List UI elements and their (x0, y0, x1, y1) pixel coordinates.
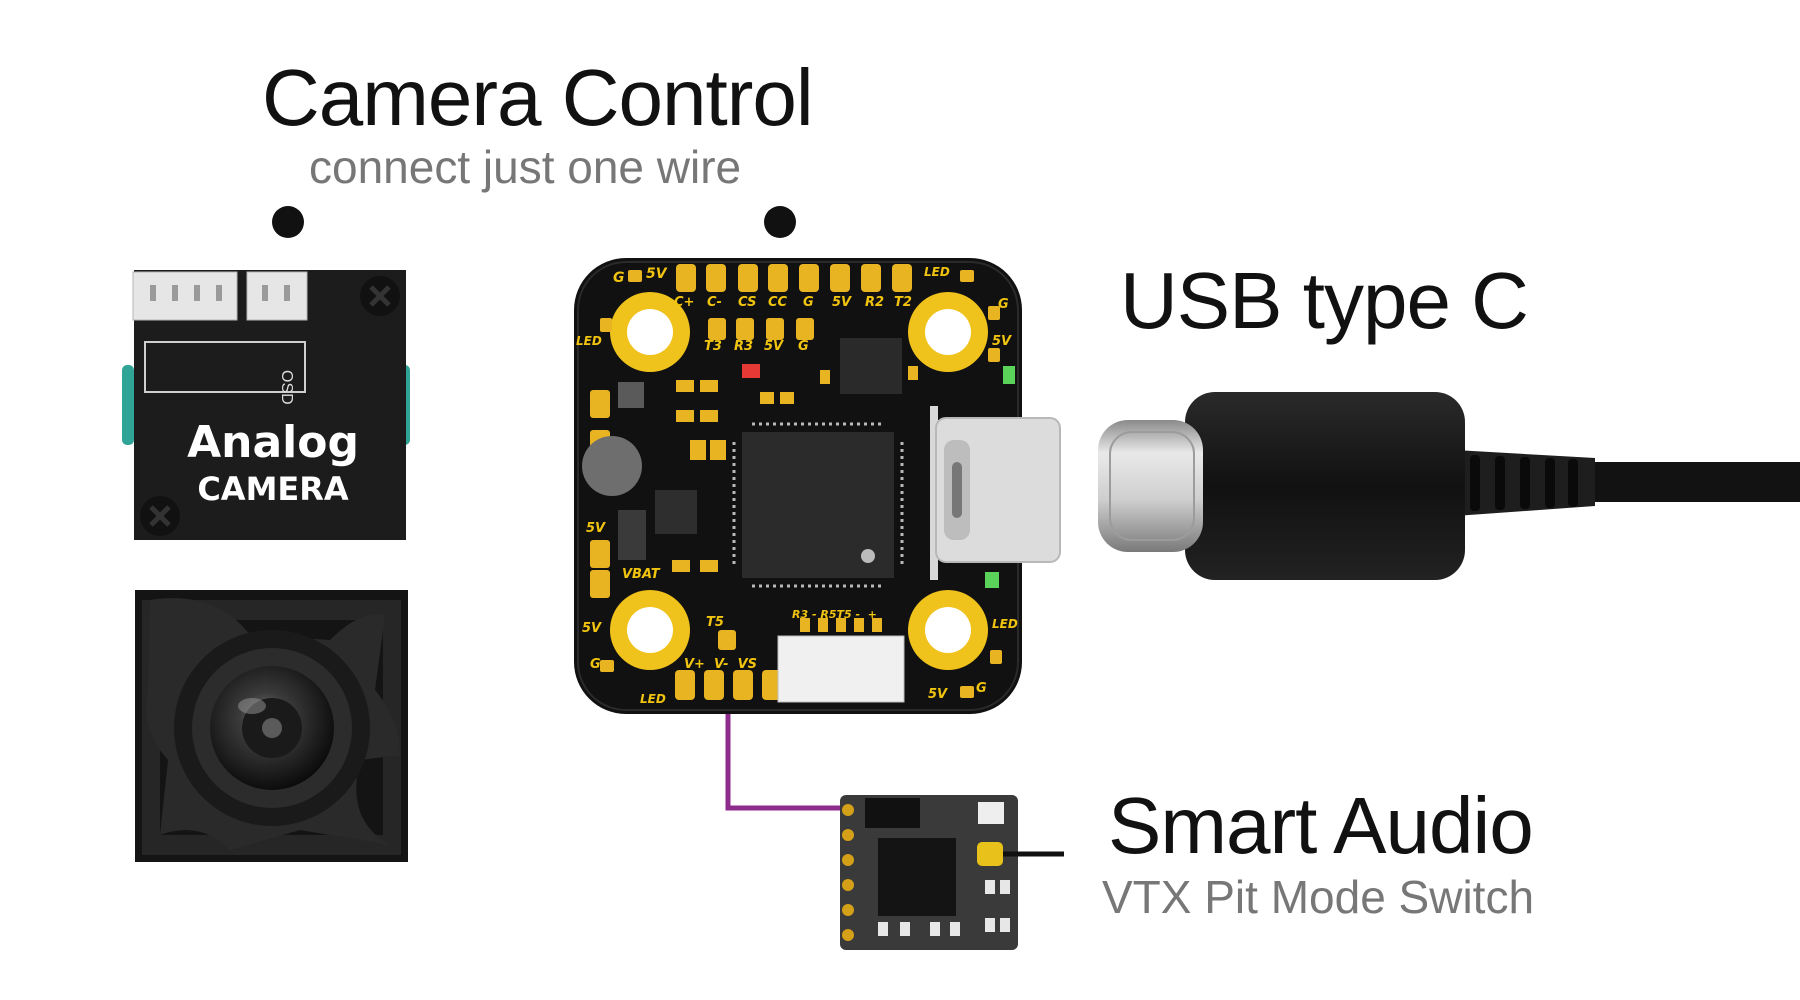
pad-label: T3 (704, 339, 722, 354)
pad-label: 5V (764, 339, 784, 354)
wire-end-left (272, 206, 304, 238)
smart-audio-subtitle: VTX Pit Mode Switch (1102, 871, 1535, 923)
pad-label: LED (924, 265, 950, 279)
flight-controller-board: G 5V LED C+ C- CS CC G 5V R2 T2 T3 R3 5V… (574, 258, 1061, 714)
pad-label: T5 (706, 615, 724, 630)
pad-label: C- (707, 295, 722, 310)
pad-label: G (798, 339, 809, 354)
camera-label-line1: Analog (187, 417, 359, 468)
pad-label: CS (738, 295, 756, 310)
pad-label: CC (768, 295, 788, 310)
pad-label: G (803, 295, 814, 310)
mounting-holes (610, 292, 988, 670)
smart-audio-title: Smart Audio (1108, 781, 1534, 870)
pad-label: G (998, 297, 1009, 312)
pad-label: R3 (734, 339, 753, 354)
pad-label: C+ (674, 295, 694, 310)
wire-end-right (764, 206, 796, 238)
camera-control-title: Camera Control (262, 53, 814, 142)
osd-label: OSD (278, 370, 295, 405)
pad-label: T2 (894, 295, 912, 310)
pad-label: 5V (586, 521, 606, 536)
pad-label: G (590, 657, 601, 672)
usb-type-c-title: USB type C (1120, 256, 1529, 345)
pad-label: LED (992, 617, 1018, 631)
analog-camera-back (122, 270, 410, 540)
pad-label: 5V (832, 295, 852, 310)
pad-label: G (976, 681, 987, 696)
camera-front (135, 590, 408, 862)
top-pads (676, 264, 912, 292)
pad-label: V+ V- VS (684, 657, 757, 672)
pad-label: LED (576, 334, 602, 348)
camera-control-subtitle: connect just one wire (309, 141, 742, 193)
pad-label: G (613, 270, 625, 286)
camera-control-wire (272, 206, 796, 238)
camera-label-line2: CAMERA (197, 470, 349, 508)
usb-c-cable (1098, 392, 1800, 580)
pad-label: R2 (865, 295, 884, 310)
pad-label: R3 - R5T5 - + (792, 608, 877, 621)
pad-label: LED (640, 692, 666, 706)
pad-label: 5V (992, 334, 1012, 349)
pad-label: 5V (646, 266, 668, 282)
vtx-board (840, 795, 1064, 950)
pad-label: VBAT (622, 567, 661, 582)
pad-label: 5V (582, 621, 602, 636)
pad-label: 5V (928, 687, 948, 702)
